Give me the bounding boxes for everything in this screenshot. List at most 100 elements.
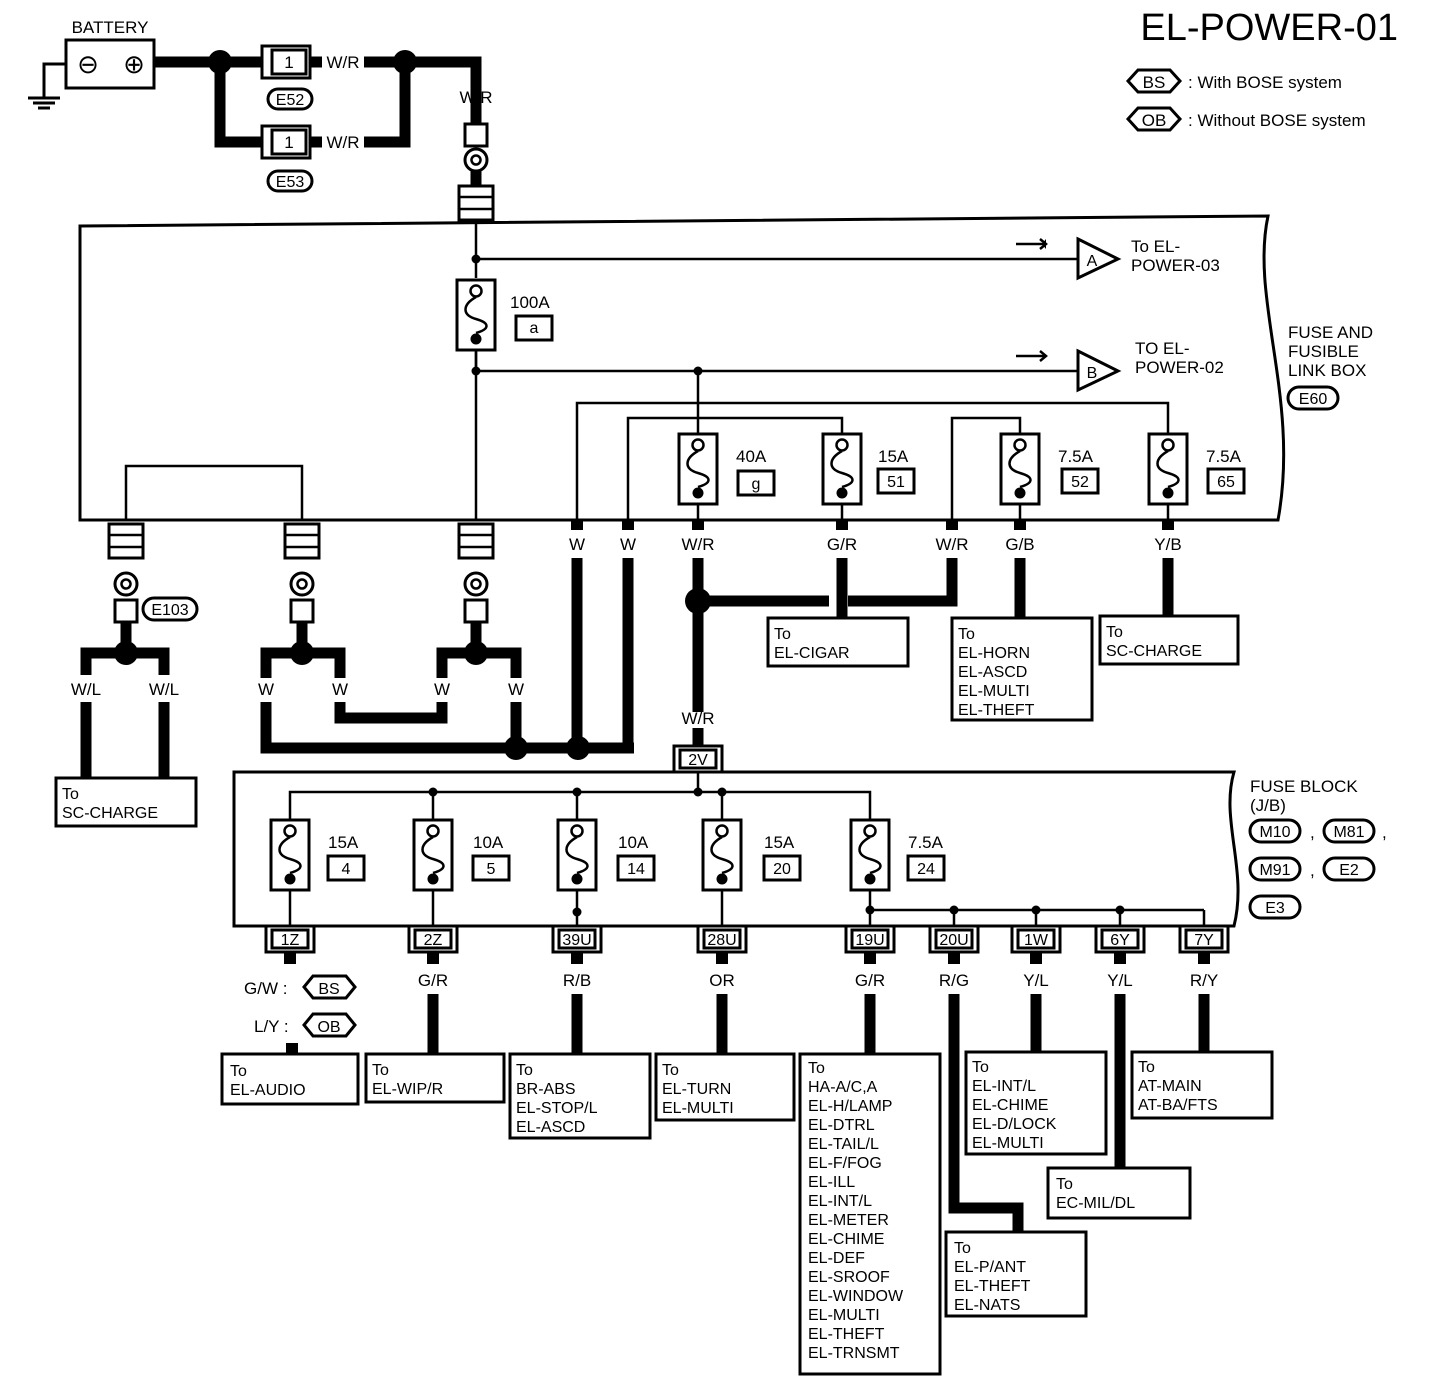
box-wire-labels: W W W/R G/R W/R G/B Y/B: [569, 535, 1182, 554]
dest-el-horn-line5: EL-THEFT: [958, 702, 1035, 719]
box-terminal-2: [283, 522, 321, 560]
wire-label-w-6: W: [508, 680, 524, 699]
fuse-block-conn-e3: E3: [1265, 900, 1285, 917]
fuse-7-5a-52-id: 52: [1071, 474, 1089, 491]
fuse-block-conn-m81: M81: [1333, 824, 1364, 841]
fuse-100a-id: a: [530, 320, 539, 337]
fb-fuse-4-id: 4: [342, 861, 351, 878]
fuse-7-5a-65-amps: 7.5A: [1206, 447, 1242, 466]
arrow-tag-a: A: [1087, 253, 1098, 270]
legend-no-bose: OB : Without BOSE system: [1125, 106, 1366, 132]
fb-terminal-2z: 2Z: [407, 924, 459, 954]
dest-box-el-audio: To EL-AUDIO: [220, 1052, 360, 1106]
fuse-40a-id: g: [752, 476, 761, 493]
fuse-15a-51-amps: 15A: [878, 447, 909, 466]
box-terminal-stubs: [571, 520, 1174, 530]
fuse-block-wiring: [288, 772, 1206, 926]
fuse-link-box-conn: E60: [1299, 391, 1328, 408]
arrow-b-line1: TO EL-: [1135, 339, 1189, 358]
fuse-15a-51: 15A 51: [821, 432, 916, 506]
fuse-link-box-label-line1: FUSE AND: [1288, 323, 1373, 342]
wire-label-wl-2: W/L: [149, 680, 179, 699]
fb-fuse-14-amps: 10A: [618, 833, 649, 852]
dest-el-intl-line2: EL-INT/L: [972, 1078, 1036, 1095]
dest-el-wipr-line1: To: [372, 1062, 389, 1079]
wire-label-or: OR: [709, 971, 735, 990]
dest-at-main-line3: AT-BA/FTS: [1138, 1097, 1218, 1114]
fb-terminal-1z: 1Z: [264, 924, 316, 954]
dest-br-abs-line3: EL-STOP/L: [516, 1100, 598, 1117]
fuse-link-box-outline: [78, 214, 1286, 522]
fb-output-wire-labels: G/W : BS L/Y : OB G/R R/B OR G/R R/G Y/L…: [244, 971, 1218, 1038]
wire-label-yl-6y: Y/L: [1107, 971, 1133, 990]
fusible-link-e52-num: 1: [284, 53, 293, 72]
dest-el-turn-line2: EL-TURN: [662, 1081, 731, 1098]
wire-label-rg: R/G: [939, 971, 969, 990]
fb-fuse-4-amps: 15A: [328, 833, 359, 852]
fb-fuse-24-id: 24: [917, 861, 935, 878]
fb-terminal-39u: 39U: [551, 924, 603, 954]
legend-no-bose-code: OB: [1142, 111, 1167, 130]
fb-fuse-5-id: 5: [487, 861, 496, 878]
dest-ha-ac-line2: HA-A/C,A: [808, 1079, 878, 1096]
dest-box-el-horn: To EL-HORN EL-ASCD EL-MULTI EL-THEFT: [950, 616, 1094, 722]
dest-box-el-pant: To EL-P/ANT EL-THEFT EL-NATS: [944, 1230, 1088, 1318]
dest-el-audio-line2: EL-AUDIO: [230, 1082, 306, 1099]
dest-ec-mildl-line2: EC-MIL/DL: [1056, 1195, 1135, 1212]
wire-label-w-1: W: [569, 535, 585, 554]
ring-terminal-conn: E103: [151, 602, 188, 619]
wire-label-wl-1: W/L: [71, 680, 101, 699]
fuse-7-5a-65: 7.5A 65: [1147, 432, 1246, 506]
fb-terminal-39u-label: 39U: [562, 932, 591, 949]
fb-terminal-7y-label: 7Y: [1194, 932, 1214, 949]
dest-box-sc-charge-right: To SC-CHARGE: [1098, 614, 1240, 666]
dest-el-pant-line1: To: [954, 1240, 971, 1257]
dest-ha-ac-line8: EL-INT/L: [808, 1193, 872, 1210]
dest-at-main-line2: AT-MAIN: [1138, 1078, 1202, 1095]
ring-terminal-2: [289, 571, 315, 624]
dest-el-pant-line2: EL-P/ANT: [954, 1259, 1026, 1276]
lower-left-wiring: [80, 558, 634, 778]
fb-terminal-7y: 7Y: [1178, 924, 1230, 954]
dest-box-ha-ac: To HA-A/C,A EL-H/LAMP EL-DTRL EL-TAIL/L …: [798, 1052, 942, 1376]
legend-bose: BS : With BOSE system: [1125, 68, 1342, 94]
fb-fuse-20: 15A 20: [701, 818, 802, 892]
dest-br-abs-line1: To: [516, 1062, 533, 1079]
arrow-b-line2: POWER-02: [1135, 358, 1224, 377]
arrow-tag-b: B: [1087, 365, 1098, 382]
fuse-block-conn-e2: E2: [1339, 862, 1359, 879]
fb-output-wires: [286, 994, 1210, 1232]
dest-el-pant-line4: EL-NATS: [954, 1297, 1020, 1314]
wire-label-rb: R/B: [563, 971, 591, 990]
ring-terminal-3: [463, 571, 489, 624]
dest-ha-ac-line1: To: [808, 1060, 825, 1077]
dest-ha-ac-line11: EL-DEF: [808, 1250, 865, 1267]
fuse-40a: 40A g: [677, 432, 776, 506]
fuse-block-label-line1: FUSE BLOCK: [1250, 777, 1358, 796]
fusible-link-e53-wire: W/R: [326, 133, 359, 152]
battery-neg-icon: ⊖: [77, 49, 99, 79]
fb-terminal-1w: 1W: [1010, 924, 1062, 954]
fb-terminal-19u-label: 19U: [855, 932, 884, 949]
dest-box-sc-charge-left: To SC-CHARGE: [54, 776, 198, 828]
dest-el-intl-line1: To: [972, 1059, 989, 1076]
fb-terminal-6y: 6Y: [1094, 924, 1146, 954]
fuse-block-sep-1: ,: [1310, 823, 1315, 842]
wire-label-51: G/R: [827, 535, 857, 554]
dest-ha-ac-line12: EL-SROOF: [808, 1269, 890, 1286]
wire-label-ry: R/Y: [1190, 971, 1218, 990]
fuse-leads: [474, 351, 1170, 520]
middle-wiring: [685, 558, 1174, 746]
fuse-40a-amps: 40A: [736, 447, 767, 466]
wire-label-w-2: W: [620, 535, 636, 554]
dest-el-intl-line3: EL-CHIME: [972, 1097, 1048, 1114]
fb-fuse-20-id: 20: [773, 861, 791, 878]
dest-ha-ac-line15: EL-THEFT: [808, 1326, 885, 1343]
dest-box-br-abs: To BR-ABS EL-STOP/L EL-ASCD: [508, 1052, 652, 1140]
fb-terminal-19u: 19U: [844, 924, 896, 954]
dest-ha-ac-line14: EL-MULTI: [808, 1307, 880, 1324]
fusible-link-e52-wire: W/R: [326, 53, 359, 72]
fuse-15a-51-id: 51: [887, 474, 905, 491]
wire-label-ly: L/Y :: [254, 1017, 289, 1036]
